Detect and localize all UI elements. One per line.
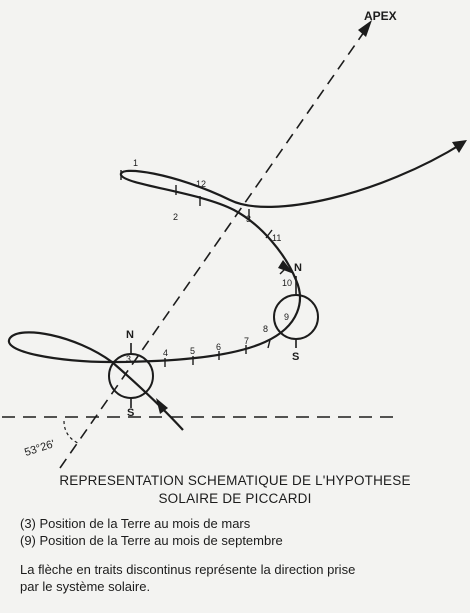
- caption-title-line2: SOLAIRE DE PICCARDI: [158, 491, 312, 506]
- note-line2: par le système solaire.: [20, 579, 151, 594]
- note-line1: La flèche en traits discontinus représen…: [20, 562, 356, 577]
- orbit-mark-3-upper: 3: [246, 214, 251, 224]
- earth-position-march: N S 3: [108, 329, 154, 419]
- orbit-numbers: 1 12 2 3 11 10 8 7 6 5 4: [133, 158, 292, 358]
- orbit-mark-5: 5: [190, 346, 195, 356]
- apex-arrowhead: [358, 20, 372, 37]
- orbit-ticks: [120, 170, 287, 367]
- september-position-number: 9: [284, 312, 289, 322]
- path-start-arrowhead: [156, 398, 168, 414]
- march-south-label: S: [127, 407, 134, 419]
- caption-title-line1: REPRESENTATION SCHEMATIQUE DE L'HYPOTHES…: [59, 473, 411, 488]
- legend-march: (3) Position de la Terre au mois de mars: [20, 516, 251, 531]
- march-position-number: 3: [126, 354, 131, 364]
- path-end-arrowhead: [452, 140, 467, 153]
- september-south-label: S: [292, 351, 299, 363]
- angle-label: 53°26': [23, 438, 56, 459]
- angle-arc: [63, 420, 81, 445]
- apex-direction-line: [59, 31, 365, 469]
- march-north-label: N: [126, 329, 134, 341]
- solar-path-curve: [7, 142, 464, 431]
- orbit-mark-7: 7: [244, 336, 249, 346]
- orbit-mark-6: 6: [216, 342, 221, 352]
- orbit-mark-4: 4: [163, 348, 168, 358]
- earth-position-september: N S 9: [273, 262, 319, 363]
- orbit-mark-1: 1: [133, 158, 138, 168]
- september-north-label: N: [294, 262, 302, 274]
- orbit-mark-11: 11: [272, 233, 281, 243]
- legend-september: (9) Position de la Terre au mois de sept…: [20, 533, 283, 548]
- orbit-mark-10: 10: [282, 278, 292, 288]
- orbit-mark-12: 12: [196, 179, 206, 189]
- apex-label: APEX: [364, 9, 397, 23]
- path-mid-arrowhead: [278, 260, 294, 274]
- orbit-mark-2: 2: [173, 212, 178, 222]
- orbit-mark-8: 8: [263, 324, 268, 334]
